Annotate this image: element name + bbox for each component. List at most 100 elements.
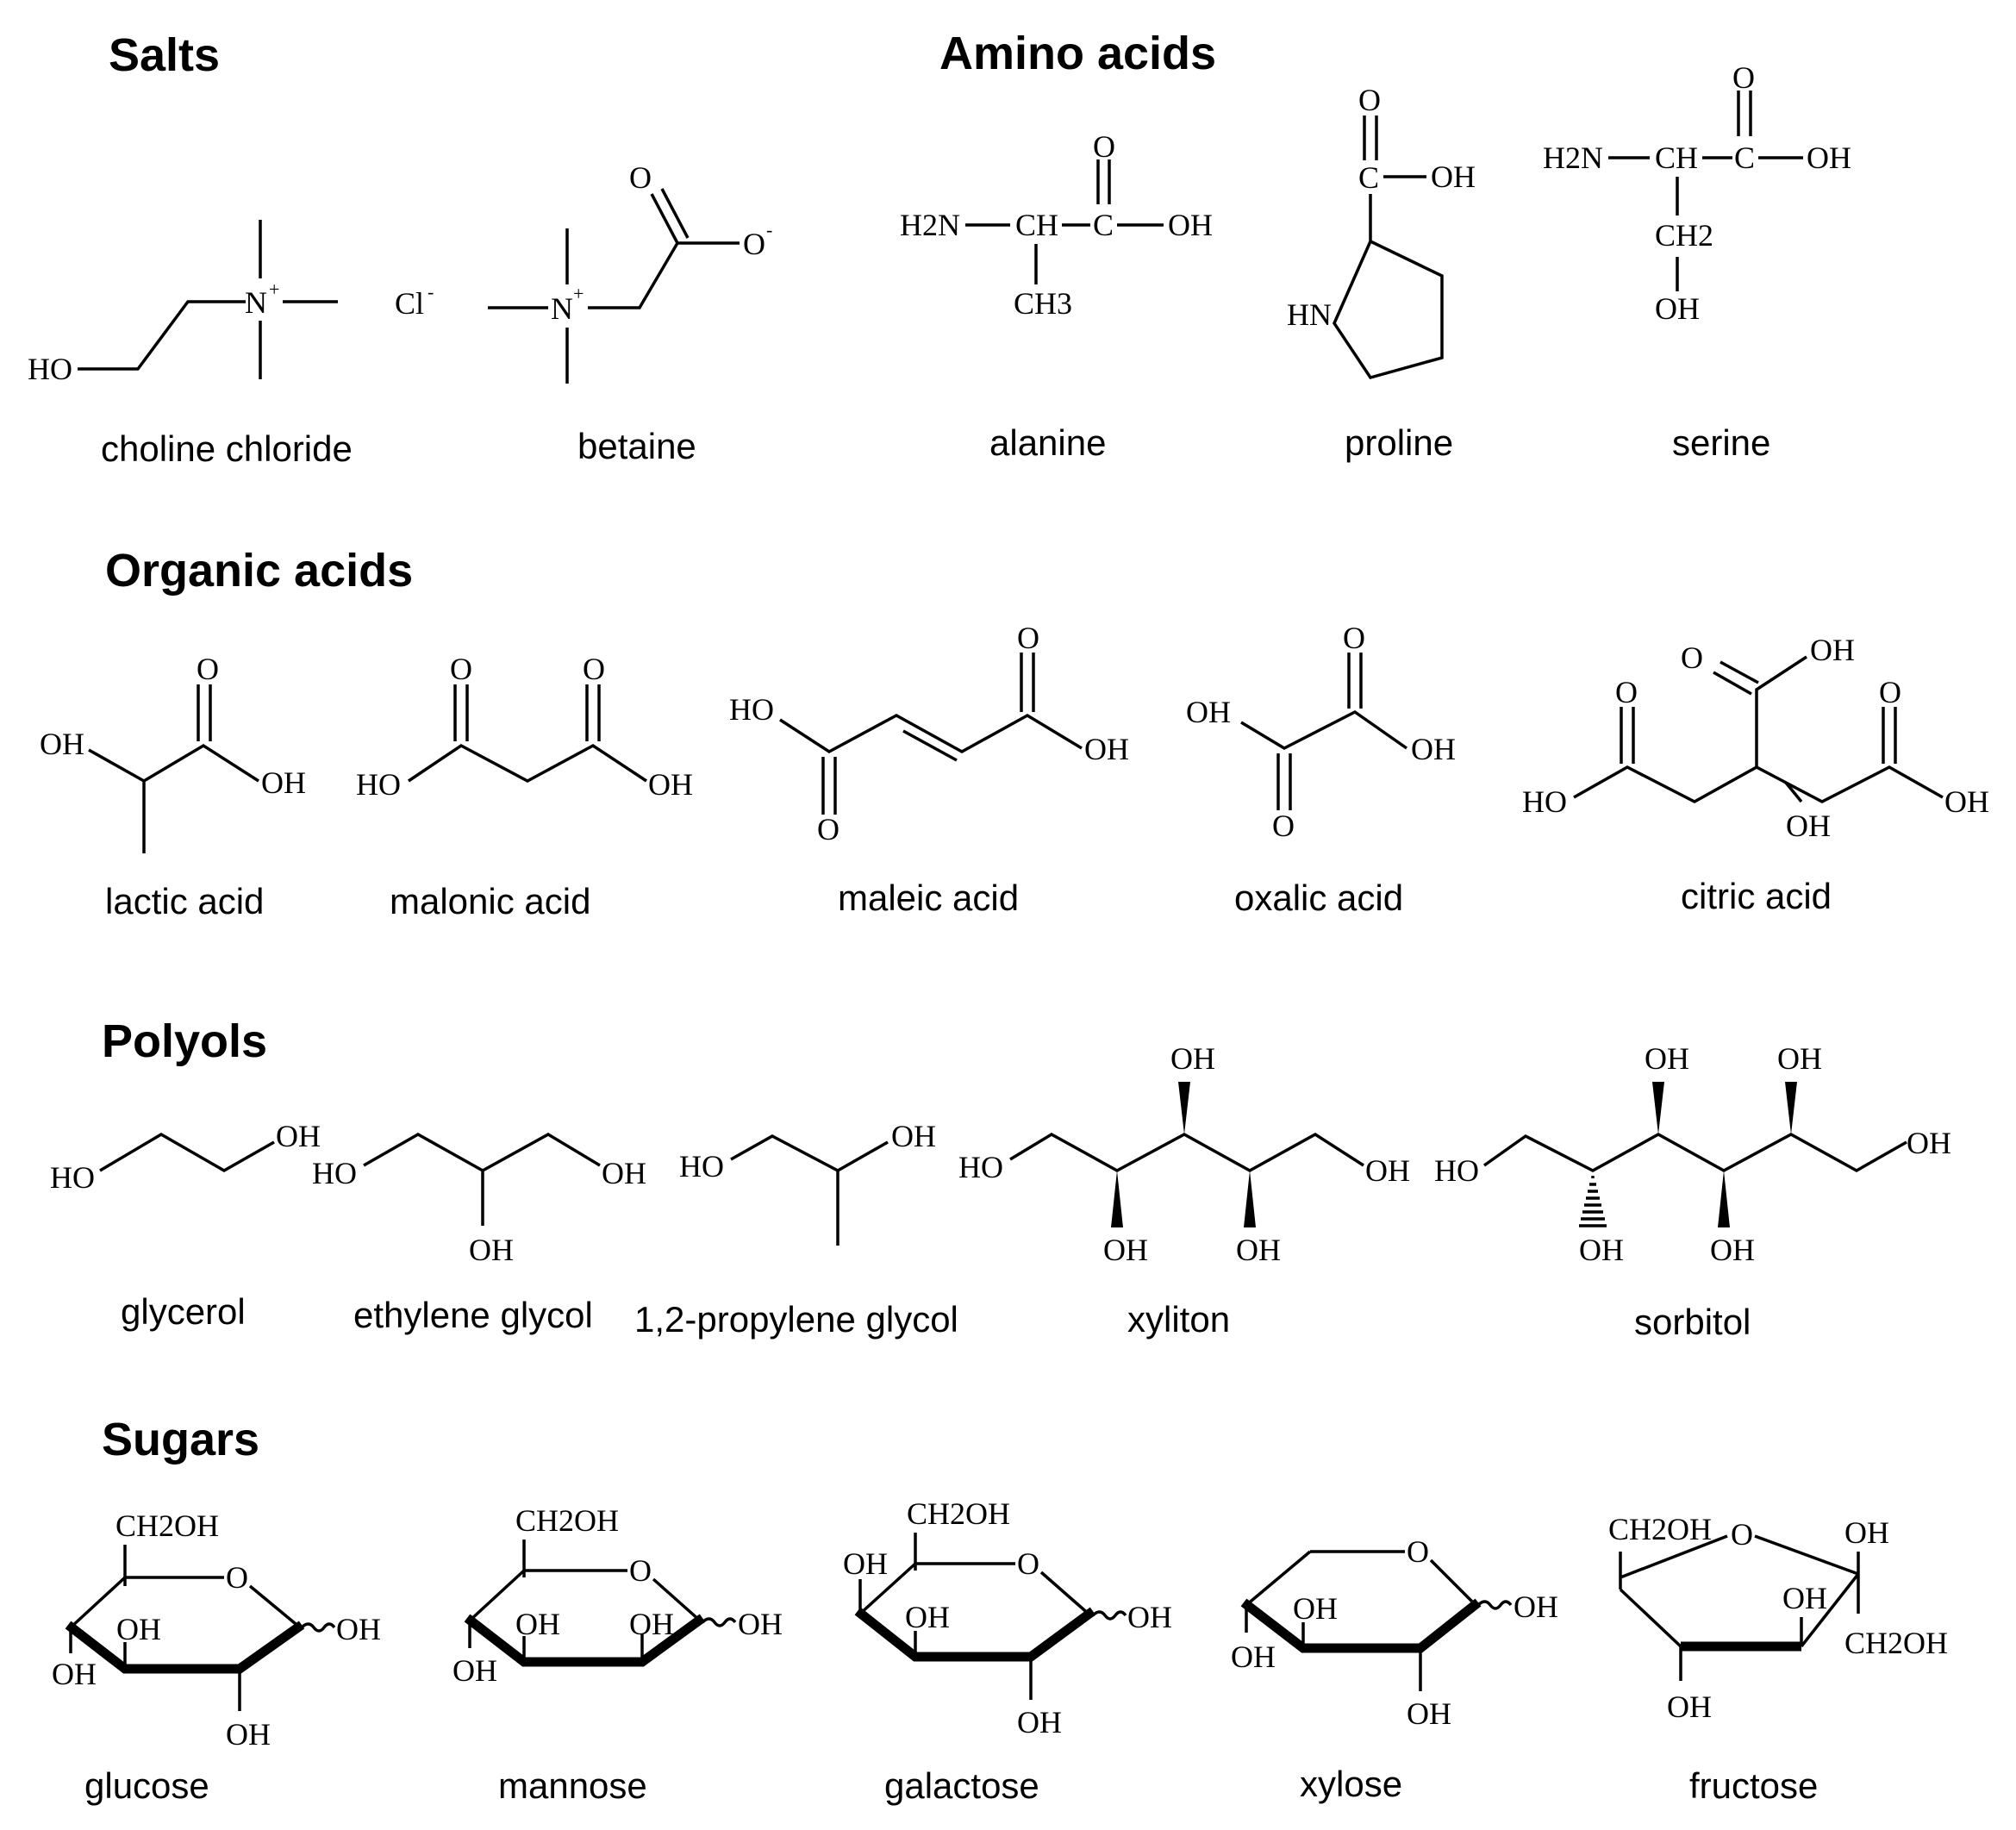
structure-xylose: O OH OH OH OH xylose (1231, 1534, 1558, 1804)
label-galactose: galactose (884, 1765, 1039, 1806)
atom-label: HO (28, 352, 72, 386)
structure-serine: H2N CH C O OH CH2 OH serine (1543, 60, 1851, 463)
atom-label: OH (1645, 1041, 1689, 1076)
atom-label: O (1358, 83, 1381, 117)
atom-label: HO (356, 767, 401, 802)
structure-glucose: CH2OH O OH OH OH OH glucose (52, 1508, 381, 1806)
label-serine: serine (1672, 422, 1770, 463)
atom-label: CH2OH (907, 1496, 1010, 1531)
label-xyliton: xyliton (1127, 1299, 1230, 1340)
atom-label: O (1093, 129, 1115, 164)
atom-label: HN (1287, 297, 1332, 332)
label-lactic-acid: lactic acid (105, 881, 264, 921)
atom-label: OH (1655, 291, 1700, 326)
atom-label: CH (1015, 208, 1058, 242)
atom-label: OH (1084, 732, 1129, 766)
atom-label: HO (1434, 1153, 1479, 1188)
atom-label: CH3 (1014, 286, 1072, 321)
atom-label: O (1407, 1534, 1429, 1569)
heading-salts: Salts (109, 29, 220, 81)
heading-sugars: Sugars (102, 1414, 259, 1465)
atom-label: OH (905, 1600, 950, 1634)
structure-fructose: CH2OH O OH OH CH2OH OH fructose (1608, 1512, 1948, 1806)
atom-label: H2N (900, 208, 960, 242)
atom-label: HO (1522, 784, 1567, 819)
label-oxalic-acid: oxalic acid (1234, 878, 1403, 918)
atom-label: OH (1667, 1689, 1712, 1724)
atom-label: O (1879, 675, 1901, 709)
structure-sorbitol: HO OH OH OH OH OH sorbitol (1434, 1041, 1951, 1342)
atom-label: OH (1807, 141, 1851, 175)
label-citric-acid: citric acid (1681, 876, 1832, 916)
atom-charge: - (428, 281, 434, 303)
atom-label: OH (261, 765, 306, 800)
structure-alanine: H2N CH C O OH CH3 alanine (900, 129, 1213, 463)
atom-label: OH (602, 1156, 646, 1190)
atom-label: CH2OH (515, 1503, 619, 1538)
atom-label: OH (336, 1612, 381, 1646)
atom-label: O (1731, 1517, 1753, 1552)
atom-label: OH (515, 1607, 560, 1641)
atom-label: OH (453, 1653, 497, 1688)
atom-label: HO (312, 1156, 357, 1190)
atom-label: Cl (395, 286, 424, 321)
label-glucose: glucose (84, 1765, 209, 1806)
structure-maleic-acid: HO O O OH maleic acid (729, 621, 1129, 918)
atom-label: OH (1127, 1600, 1172, 1634)
structure-ethylene-glycol: HO OH OH ethylene glycol (312, 1132, 646, 1335)
atom-label: OH (843, 1546, 888, 1581)
atom-label: N (551, 291, 573, 326)
structure-mannose: CH2OH O OH OH OH OH mannose (453, 1503, 783, 1806)
atom-label: O (197, 652, 219, 686)
atom-charge: + (573, 283, 584, 304)
atom-label: O (629, 160, 652, 195)
atom-label: CH2OH (1844, 1626, 1948, 1660)
atom-label: O (817, 812, 839, 846)
atom-label: OH (276, 1119, 321, 1153)
label-propylene-glycol: 1,2-propylene glycol (634, 1299, 958, 1340)
atom-label: OH (1907, 1126, 1951, 1160)
atom-label: OH (1170, 1041, 1215, 1076)
atom-label: C (1358, 160, 1379, 195)
atom-label: OH (1365, 1153, 1410, 1188)
atom-label: OH (1579, 1233, 1624, 1267)
atom-label: CH2OH (115, 1508, 219, 1543)
atom-label: H2N (1543, 141, 1603, 175)
atom-label: O (1017, 621, 1039, 655)
atom-label: OH (1186, 695, 1231, 729)
structure-lactic-acid: OH O OH lactic acid (40, 652, 306, 921)
atom-label: OH (1017, 1705, 1062, 1739)
atom-label: HO (958, 1150, 1003, 1184)
atom-label: O (1017, 1546, 1039, 1581)
atom-label: O (629, 1553, 652, 1588)
heading-polyols: Polyols (102, 1015, 267, 1067)
heading-organic-acids: Organic acids (105, 545, 413, 596)
atom-label: O (583, 652, 605, 686)
structure-galactose: CH2OH O OH OH OH OH galactose (843, 1496, 1172, 1806)
atom-label: O (743, 227, 765, 261)
atom-label: CH (1655, 141, 1698, 175)
structure-choline-chloride: HO N + Cl - choline chloride (28, 220, 434, 469)
atom-label: HO (50, 1160, 95, 1195)
atom-label: OH (648, 767, 693, 802)
atom-label: O (1681, 640, 1703, 675)
atom-label: OH (1786, 809, 1831, 843)
atom-label: OH (738, 1607, 783, 1641)
atom-label: N (245, 285, 267, 320)
atom-label: OH (52, 1657, 97, 1691)
structure-proline: O C OH HN proline (1287, 83, 1476, 463)
atom-label: OH (1236, 1233, 1281, 1267)
structure-citric-acid: HO O O OH O OH OH citric acid (1522, 633, 1989, 916)
heading-amino-acids: Amino acids (939, 28, 1216, 79)
atom-label: CH2 (1655, 218, 1713, 253)
atom-label: OH (1407, 1696, 1451, 1731)
atom-label: OH (116, 1612, 161, 1646)
atom-label: OH (1103, 1233, 1148, 1267)
label-alanine: alanine (989, 422, 1106, 463)
label-glycerol: glycerol (121, 1291, 246, 1332)
label-proline: proline (1345, 422, 1453, 463)
structure-betaine: N + O O - betaine (488, 160, 772, 466)
label-betaine: betaine (577, 426, 696, 466)
atom-label: O (1732, 60, 1755, 95)
